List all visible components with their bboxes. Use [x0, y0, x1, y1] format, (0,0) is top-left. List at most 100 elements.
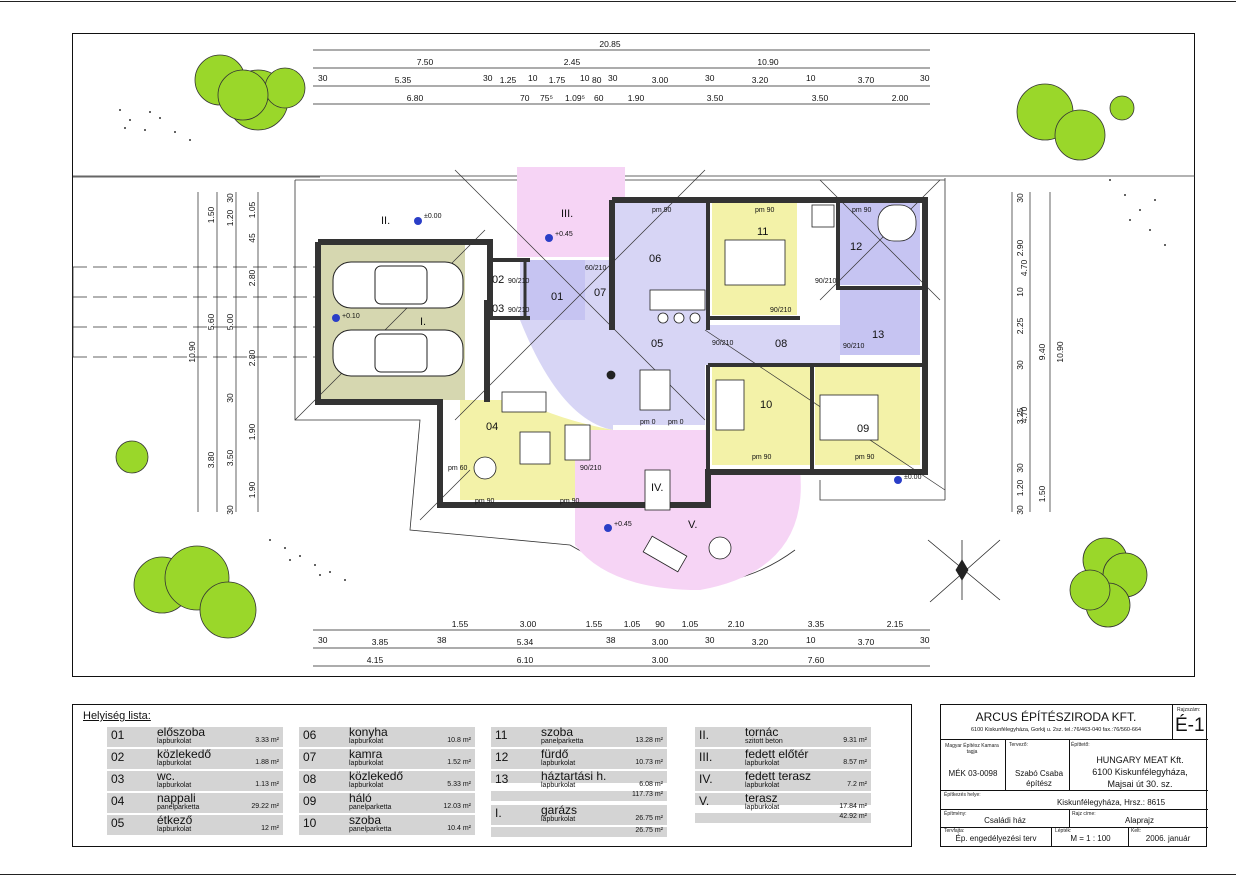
dim-bottom: 3.20	[752, 637, 769, 647]
dim-bottom: 30	[705, 635, 715, 645]
room-area: 1.88 m²	[255, 759, 279, 766]
window-mark: pm 90	[852, 207, 872, 214]
room-material: lapburkolat	[541, 816, 576, 823]
room-no: 06	[303, 728, 317, 742]
dim-left: 2.80	[247, 269, 257, 286]
room-no: 09	[303, 794, 317, 808]
phase-label: Tervfajta:	[944, 828, 965, 834]
room-name: háló	[349, 791, 372, 805]
dimension-lines	[197, 49, 1051, 667]
room-material: lapburkolat	[157, 760, 192, 767]
dim-top: 10	[580, 73, 590, 83]
room-no: V.	[699, 794, 710, 808]
level-value: +0.10	[342, 313, 360, 320]
level-mark-icon	[604, 524, 612, 532]
subtotal-row: 117.73 m²	[491, 791, 667, 801]
room-material: lapburkolat	[157, 782, 192, 789]
room-name: konyha	[349, 725, 388, 739]
utility-fill	[840, 290, 920, 355]
dim-left: 1.05	[247, 201, 257, 218]
room-name: előszoba	[157, 725, 206, 739]
client-name: HUNGARY MEAT Kft.	[1096, 755, 1184, 765]
room-no: 01	[111, 728, 125, 742]
dim-bottom: 4.15	[367, 655, 384, 665]
dim-top: 75⁵	[540, 93, 553, 103]
room-material: panelparketta	[541, 738, 584, 745]
client-label: Építtető:	[1071, 742, 1090, 748]
dim-bottom: 6.10	[517, 655, 534, 665]
room-no: 11	[495, 728, 508, 742]
room-area: 5.33 m²	[447, 781, 471, 788]
room-name: szoba	[541, 725, 574, 739]
room-no: 12	[495, 750, 509, 764]
chair-icon	[473, 456, 497, 480]
dim-bottom: 1.05	[624, 619, 641, 629]
room-material: szitott beton	[745, 738, 783, 745]
dim-top: 1.75	[549, 75, 566, 85]
dim-left: 2.80	[247, 349, 257, 366]
object-value: Családi ház	[984, 816, 1026, 825]
car-icon	[332, 329, 464, 377]
window-mark: pm 90	[752, 454, 772, 461]
room-area: 8.57 m²	[843, 759, 867, 766]
room-number: 07	[594, 287, 606, 299]
driveway	[72, 175, 1195, 358]
dim-bottom: 3.00	[652, 637, 669, 647]
room-name: szoba	[349, 813, 382, 827]
dim-top: 80	[592, 75, 602, 85]
divider	[1069, 809, 1070, 827]
tree-icon	[1069, 569, 1111, 611]
room-area: 7.2 m²	[847, 781, 867, 788]
divider	[941, 739, 1208, 740]
room-material: lapburkolat	[745, 760, 780, 767]
room-number: 01	[551, 291, 563, 303]
dim-right: 30	[1015, 463, 1025, 473]
client-address: Majsai út 30. sz.	[1107, 779, 1173, 789]
dim-top: 30	[318, 73, 328, 83]
dim-top: 30	[705, 73, 715, 83]
room-name: garázs	[541, 803, 578, 817]
dim-bottom: 5.34	[517, 637, 534, 647]
dim-top: 3.70	[858, 75, 875, 85]
dim-left: 3.80	[206, 451, 216, 468]
dim-bottom: 1.55	[452, 619, 469, 629]
porch-III-fill	[517, 167, 625, 257]
room-no: II.	[699, 728, 710, 742]
subtotal-row: 42.92 m²	[695, 813, 871, 823]
room-material: lapburkolat	[541, 782, 576, 789]
dim-left: 30	[225, 505, 235, 515]
divider	[1051, 827, 1052, 847]
shrubs	[119, 109, 1166, 581]
site-label: Építkezés helye:	[944, 792, 981, 798]
divider	[941, 790, 1208, 791]
drawing-label: Rajz címe:	[1072, 811, 1096, 817]
dim-bottom: 3.00	[520, 619, 537, 629]
dim-top: 30	[483, 73, 493, 83]
top-border-line	[0, 1, 1236, 2]
dim-right: 2.25	[1015, 317, 1025, 334]
tree-icon	[1054, 109, 1106, 161]
room-material: lapburkolat	[745, 782, 780, 789]
level-mark-icon	[414, 217, 422, 225]
room-area: 10.8 m²	[447, 737, 471, 744]
dim-left: 5.00	[225, 313, 235, 330]
room-name: tornác	[745, 725, 779, 739]
room-name: nappali	[157, 791, 196, 805]
outdoor-label: IV.	[651, 482, 663, 494]
outdoor-label: III.	[561, 208, 573, 220]
lounger-icon	[642, 535, 688, 573]
window-mark: pm 60	[448, 465, 468, 472]
bottom-border-line	[0, 874, 1236, 875]
car-icons	[332, 261, 464, 377]
dining-table-icon	[639, 369, 671, 411]
dim-bottom: 2.15	[887, 619, 904, 629]
divider	[1005, 740, 1006, 790]
